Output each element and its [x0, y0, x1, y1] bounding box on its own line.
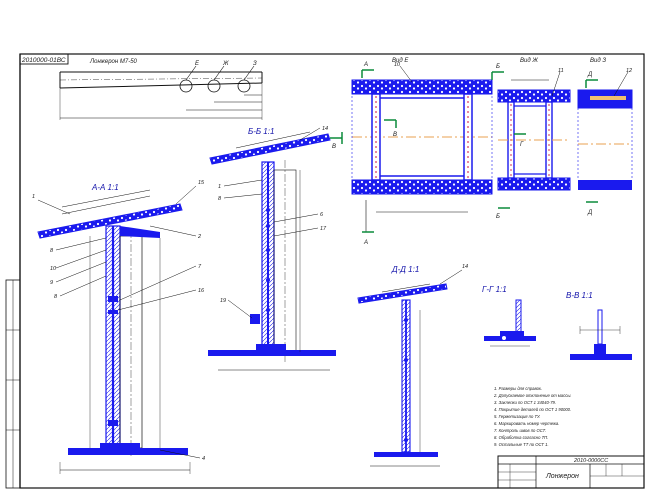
aa-label-8: 8: [50, 248, 54, 254]
vzh-letter-b-bottom: Б: [496, 214, 500, 220]
note-2: 2. Допускаемое отклонение от массы.: [493, 393, 572, 398]
note-5: 5. Герметизация по ТУ.: [494, 414, 541, 419]
note-7: 7. Контроль швов по ОСТ.: [494, 428, 546, 433]
note-1: 1. Размеры для справок.: [494, 386, 542, 391]
vz-letter-d-bottom: Д: [587, 210, 593, 216]
vzh-letter-g: Г: [520, 142, 524, 148]
view-e: Вид Е 10 А А В: [351, 58, 493, 246]
callout-e: Е: [195, 61, 200, 67]
aa-label-16: 16: [198, 288, 205, 294]
dd-label-14: 14: [462, 264, 468, 270]
bb-label-1: 1: [218, 184, 221, 190]
note-6: 6. Маркировать номер чертежа.: [494, 421, 559, 426]
section-vv: В-В 1:1: [566, 291, 632, 360]
note-4: 4. Покрытие деталей по ОСТ 1 90000.: [494, 407, 571, 412]
doc-number: 2010-0000СС: [573, 458, 608, 464]
aa-label-4: 4: [202, 456, 205, 462]
section-gg: Г-Г 1:1: [482, 285, 536, 347]
bb-letter-v: В: [332, 144, 336, 150]
section-gg-title: Г-Г 1:1: [482, 285, 507, 294]
bb-label-8: 8: [218, 196, 222, 202]
title-block: 2010-0000СС Лонжерон: [497, 455, 645, 489]
section-dd: Д-Д 1:1 14: [357, 264, 468, 467]
section-aa-title: А-А 1:1: [91, 183, 119, 192]
section-dd-title: Д-Д 1:1: [391, 265, 419, 274]
ve-letter-a-bottom: А: [363, 240, 368, 246]
section-bb-title: Б-Б 1:1: [248, 127, 274, 136]
view-z: Вид З 12 Д Д: [577, 58, 633, 216]
bb-label-19: 19: [220, 298, 226, 304]
aa-label-10: 10: [50, 266, 57, 272]
ve-letter-v: В: [393, 132, 397, 138]
aa-label-9: 9: [50, 280, 53, 286]
stamp-box: 2010000-01ВС: [19, 53, 69, 65]
aa-label-8b: 8: [54, 294, 58, 300]
ve-letter-a-top: А: [363, 62, 368, 68]
stamp-text: 2010000-01ВС: [21, 57, 66, 64]
aa-label-2: 2: [197, 234, 201, 240]
section-aa: А-А 1:1 1 8 10 9 8 2 7: [32, 180, 205, 474]
section-bb: Б-Б 1:1 14 1 8 6 17 19 В: [208, 126, 343, 371]
note-3: 3. Заклепки по ОСТ 1 34040-79.: [494, 400, 556, 405]
vzh-label-11: 11: [558, 68, 564, 74]
technical-notes: 1. Размеры для справок. 2. Допускаемое о…: [493, 386, 572, 447]
view-e-title: Вид Е: [392, 58, 409, 64]
vz-letter-d-top: Д: [587, 72, 593, 78]
aa-label-15: 15: [198, 180, 205, 186]
bb-label-14: 14: [322, 126, 328, 132]
part-title: Лонжерон М7-50: [89, 59, 138, 65]
view-z-title: Вид З: [590, 58, 606, 64]
drawing-name: Лонжерон: [545, 473, 579, 480]
bb-label-6: 6: [320, 212, 324, 218]
aa-label-1: 1: [32, 194, 35, 200]
callout-zh: Ж: [222, 61, 229, 67]
callout-z: З: [253, 61, 257, 67]
section-vv-title: В-В 1:1: [566, 291, 593, 300]
note-8: 8. Обработка согласно ТП.: [494, 435, 548, 440]
vz-label-12: 12: [626, 68, 632, 74]
note-9: 9. Остальные ТТ по ОСТ 1.: [494, 442, 549, 447]
view-zh-title: Вид Ж: [520, 58, 538, 64]
spar-overview: Е Ж З: [59, 61, 263, 120]
aa-label-7: 7: [198, 264, 202, 270]
vzh-letter-b-top: Б: [496, 64, 500, 70]
bb-label-17: 17: [320, 226, 327, 232]
left-side-strip: [5, 279, 21, 489]
view-zh: Вид Ж 11 Б Б Г: [491, 58, 571, 220]
ve-label-10: 10: [394, 62, 401, 68]
